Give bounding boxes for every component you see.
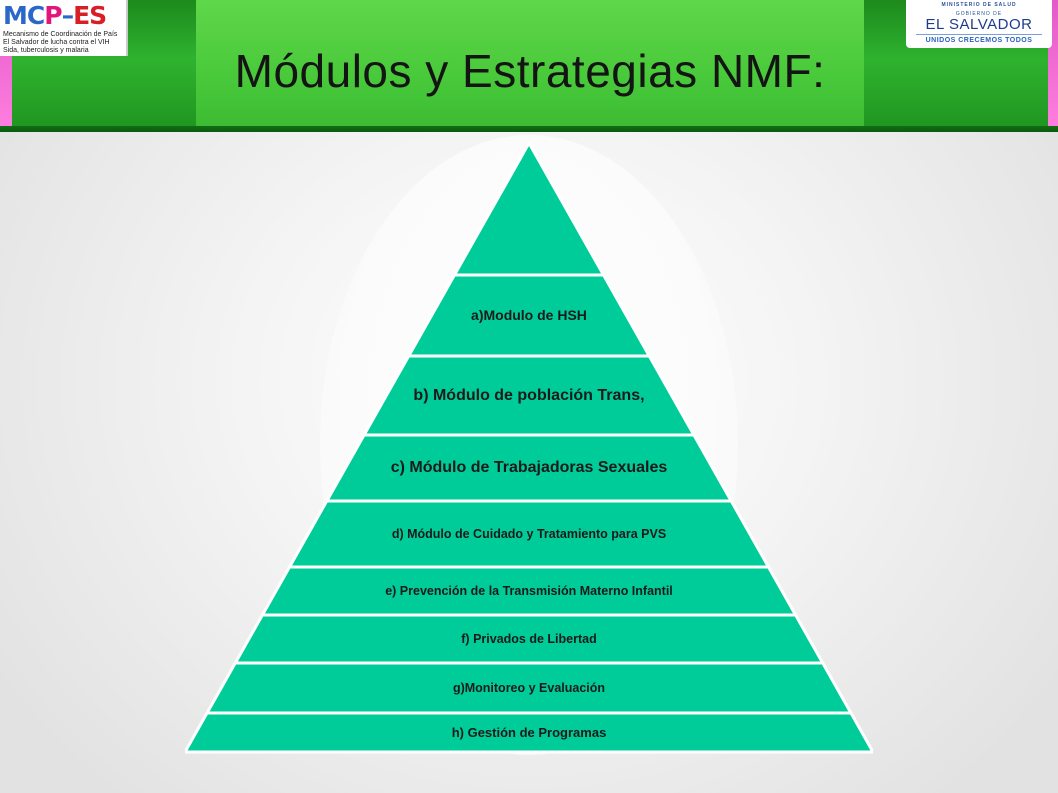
pyramid-tier-label-7: f) Privados de Libertad — [461, 631, 597, 646]
slide-title: Módulos y Estrategias NMF: — [234, 45, 826, 97]
minsal-country-text: EL SALVADOR — [925, 16, 1033, 33]
pyramid-tier-1 — [451, 139, 607, 277]
pyramid-tier-label-9: h) Gestión de Programas — [451, 724, 607, 740]
header-divider — [0, 126, 1058, 132]
pyramid-diagram: a)Modulo de HSH b) Módulo de población Tr… — [182, 139, 876, 755]
header-stripe-right — [1048, 0, 1058, 132]
minsal-ministry-text: MINISTERIO DE SALUD — [941, 2, 1017, 8]
header-title-panel — [196, 0, 864, 132]
pyramid-tier-label-4: c) Módulo de Trabajadoras Sexuales — [390, 459, 668, 477]
pyramid-tier-label-6: e) Prevención de la Transmisión Materno … — [385, 583, 673, 598]
minsal-logo: MINISTERIO DE SALUD GOBIERNO DE EL SALVA… — [906, 0, 1052, 48]
mcp-es-logo-tagline: Mecanismo de Coordinación de País El Sal… — [3, 31, 118, 54]
mcp-es-logo: MCP–ES Mecanismo de Coordinación de País… — [0, 0, 128, 56]
header-banner — [0, 0, 1058, 132]
pyramid-svg — [182, 139, 876, 754]
pyramid-tier-label-5: d) Módulo de Cuidado y Tratamiento para … — [391, 526, 667, 541]
pyramid-tier-label-3: b) Módulo de población Trans, — [413, 386, 645, 404]
pyramid-tier-label-8: g)Monitoreo y Evaluación — [452, 680, 606, 695]
pyramid-tier-label-2: a)Modulo de HSH — [471, 307, 587, 324]
minsal-slogan-text: UNIDOS CRECEMOS TODOS — [925, 37, 1033, 44]
minsal-rule — [916, 34, 1042, 35]
mcp-es-logo-mark: MCP–ES — [3, 1, 107, 30]
minsal-government-text: GOBIERNO DE — [955, 11, 1003, 17]
